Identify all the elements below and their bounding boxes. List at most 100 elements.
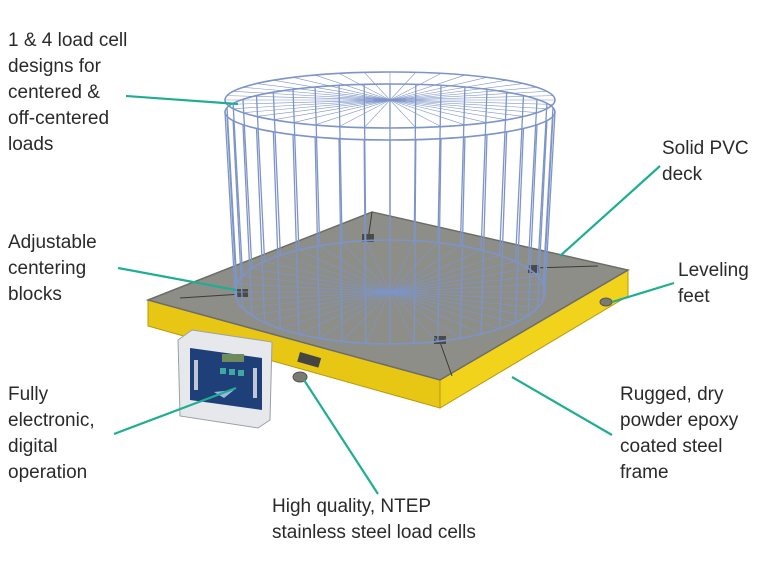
cage-bar (242, 99, 253, 269)
cage-spoke (389, 245, 461, 293)
cage-bar (232, 120, 244, 309)
callout-steel-frame: Rugged, dry powder epoxy coated steel fr… (620, 384, 739, 483)
cage-spoke (236, 291, 391, 301)
cage-top-spoke (389, 99, 538, 114)
callout-line-steel-frame (511, 376, 613, 436)
cage-spoke (389, 268, 529, 293)
cage-bar (459, 87, 466, 246)
cage-spoke (280, 291, 391, 330)
cage-top-spoke (389, 86, 538, 101)
cage-top-spoke (227, 99, 391, 105)
cage-top-spoke (242, 86, 391, 101)
cage-top-spoke (389, 79, 507, 101)
cage-top-spoke (389, 99, 488, 123)
brand-logo-icon (214, 390, 234, 398)
cage-spoke (389, 275, 538, 293)
cage-top-spoke (273, 79, 391, 101)
cage-top-spoke (256, 83, 391, 101)
callout-load-cell-designs: 1 & 4 load cell designs for centered & o… (8, 30, 128, 155)
cage-top-spoke (389, 83, 524, 101)
cage-top-spoke (389, 95, 553, 101)
callout-line-leveling-feet (611, 281, 675, 304)
frame-plate (297, 352, 322, 368)
leveling-feet (292, 297, 613, 383)
wire-cage (224, 71, 556, 345)
cage-bar (527, 124, 538, 316)
cage-bar (255, 128, 266, 323)
cage-spoke (365, 291, 391, 344)
cage-spoke (389, 291, 529, 316)
callout-electronic-operation: Fully electronic, digital operation (8, 384, 95, 483)
cage-bar (272, 92, 282, 256)
cage-spoke (251, 291, 391, 316)
callout-line-load-cell-designs (125, 94, 239, 106)
cage-spoke (389, 291, 415, 344)
cage-bar (542, 107, 554, 284)
digital-readout-icon (222, 354, 244, 362)
cage-spoke (365, 240, 391, 293)
cage-spoke (341, 291, 391, 342)
cage-spoke (389, 291, 544, 301)
cage-top-spoke (363, 99, 391, 128)
cage-bar (536, 103, 548, 276)
cage-spoke (251, 268, 391, 293)
cage-top-spoke (363, 72, 391, 101)
cage-top-spoke (389, 99, 466, 126)
cage-bar (527, 99, 538, 269)
cage-bar (292, 134, 300, 335)
cage-top-spoke (389, 99, 417, 128)
cage-top-spoke (389, 73, 442, 101)
cage-spoke (389, 240, 415, 293)
cage-bar (514, 95, 525, 262)
cage-spoke (389, 291, 482, 335)
cage-spoke (389, 283, 544, 293)
cage-top-spoke (256, 99, 391, 117)
callout-line-electronic-operation (113, 386, 237, 436)
cage-bar (413, 84, 417, 241)
cage-top-spoke (227, 95, 391, 101)
cage-bar (242, 124, 253, 316)
callout-load-cells: High quality, NTEP stainless steel load … (272, 496, 476, 543)
cage-top-spoke (273, 99, 391, 121)
cage-spoke (298, 249, 391, 293)
centering-guides (179, 211, 599, 377)
cage-bar (314, 136, 321, 339)
cage-spoke (389, 261, 516, 293)
cage-bar (338, 138, 343, 342)
callout-line-load-cells (303, 379, 379, 495)
cage-bar (272, 131, 282, 329)
cage-bar (480, 89, 488, 250)
callout-pvc-deck: Solid PVC deck (662, 138, 749, 185)
cage-spoke (264, 261, 391, 293)
cage-bar (536, 120, 548, 309)
cage-bar (480, 134, 488, 335)
cage-spoke (389, 291, 461, 339)
cage-top-spoke (292, 99, 391, 123)
cage-bar (498, 92, 508, 256)
callout-centering-blocks: Adjustable centering blocks (8, 232, 97, 305)
cage-top-spoke (389, 77, 488, 101)
cage-bar (338, 85, 343, 243)
callout-line-centering-blocks (117, 266, 237, 292)
cage-bar (292, 89, 300, 250)
cage-bar (255, 95, 266, 262)
cage-spoke (298, 291, 391, 335)
cage-bar (224, 111, 236, 293)
cage-top-spoke (314, 99, 391, 126)
cage-spoke (280, 254, 391, 293)
callout-leveling-feet: Leveling feet (678, 260, 749, 307)
cage-top-spoke (292, 77, 391, 101)
cage-bar (437, 138, 442, 342)
cage-spoke (389, 249, 482, 293)
cage-top-spoke (389, 99, 507, 121)
cage-spoke (242, 291, 391, 309)
digital-indicator (177, 329, 273, 429)
cage-spoke (389, 291, 516, 323)
cage-top-spoke (242, 99, 391, 114)
cage-bar (544, 111, 556, 293)
cage-top-spoke (389, 91, 547, 101)
cage-spoke (341, 242, 391, 293)
cage-spoke (319, 245, 391, 293)
